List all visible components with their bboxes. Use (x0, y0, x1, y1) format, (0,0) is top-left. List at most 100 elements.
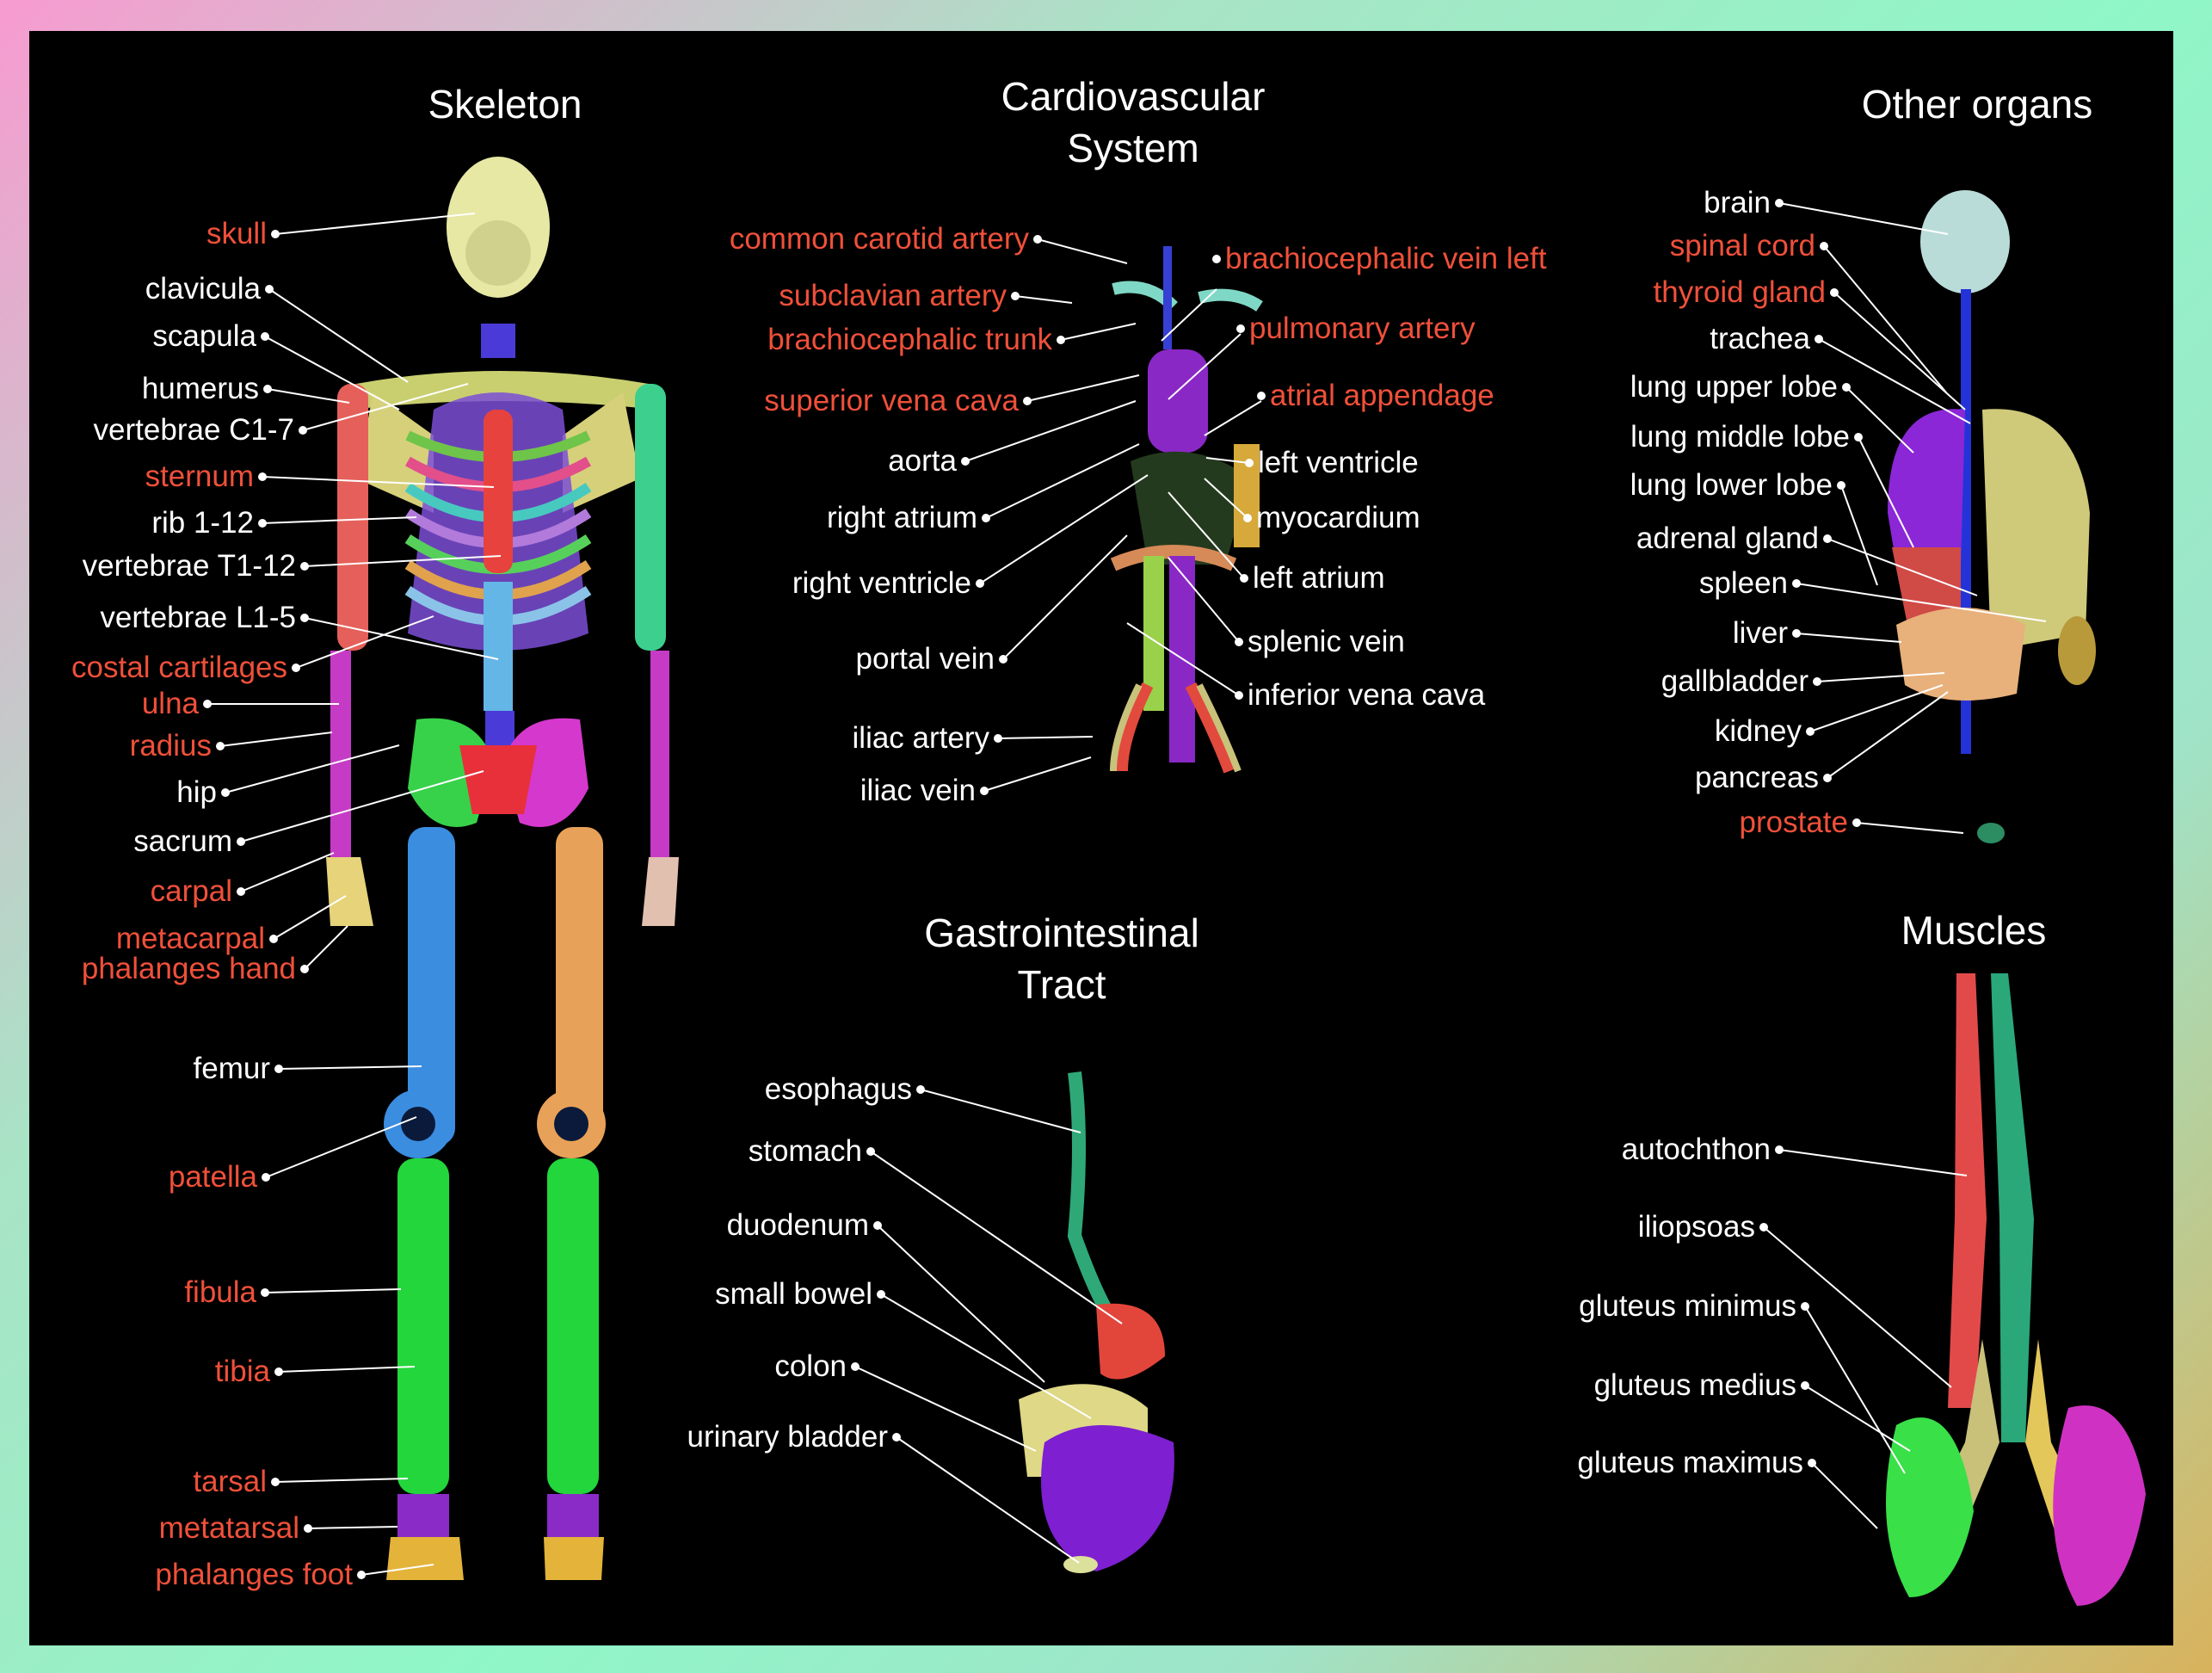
label-common-carotid-artery: common carotid artery (729, 222, 1029, 256)
leader-dot (851, 1362, 860, 1371)
label-iliac-vein: iliac vein (860, 774, 976, 807)
leader-dot (269, 935, 278, 943)
gi-figure (1019, 1071, 1174, 1573)
leader-dot (237, 837, 245, 846)
leader-dot (1806, 727, 1815, 736)
label-tibia: tibia (214, 1355, 270, 1388)
label-left-atrium: left atrium (1253, 561, 1385, 595)
leader-dot (1801, 1302, 1809, 1311)
leader-dot (1775, 1145, 1784, 1154)
label-autochthon: autochthon (1621, 1133, 1771, 1166)
label-right-ventricle: right ventricle (792, 566, 971, 600)
label-inferior-vena-cava: inferior vena cava (1248, 678, 1486, 712)
label-trachea: trachea (1710, 322, 1810, 355)
label-liver: liver (1732, 616, 1788, 650)
label-metatarsal: metatarsal (158, 1511, 299, 1545)
leader-dot (1235, 638, 1243, 646)
leader-dot (271, 230, 280, 238)
anatomy-artwork (203, 157, 2146, 1606)
leader-dot (357, 1571, 366, 1579)
leader-dot (261, 332, 269, 341)
leader-dot (982, 514, 990, 522)
leader-dot (873, 1221, 882, 1230)
leader-dot (999, 655, 1007, 664)
leader-dot (1801, 1381, 1809, 1390)
leader-dot (300, 965, 309, 973)
label-hip: hip (176, 775, 217, 809)
leader-dot (300, 562, 309, 571)
leader-dot (258, 472, 267, 481)
leader-dot (1823, 774, 1832, 782)
label-ulna: ulna (141, 687, 199, 720)
label-superior-vena-cava: superior vena cava (764, 384, 1019, 417)
other-organs-title: Other organs (1861, 82, 2093, 127)
leader-dot (1837, 481, 1845, 490)
leader-dot (1245, 459, 1254, 467)
leader-dot (1830, 288, 1839, 297)
gastrointestinal-title: Gastrointestinal Tract (924, 911, 1199, 1007)
leader-dot (994, 734, 1002, 743)
leader-dot (1759, 1223, 1768, 1232)
leader-dot (300, 614, 309, 622)
leader-dot (1823, 534, 1832, 543)
label-sternum: sternum (145, 460, 254, 493)
leader-dot (1236, 324, 1245, 333)
label-gluteus-minimus: gluteus minimus (1579, 1289, 1796, 1323)
muscles-figure (1886, 973, 2146, 1606)
label-urinary-bladder: urinary bladder (687, 1420, 888, 1454)
label-lung-lower-lobe: lung lower lobe (1630, 468, 1833, 502)
leader-dot (262, 1173, 270, 1182)
label-brain: brain (1704, 186, 1771, 219)
leader-dot (271, 1478, 280, 1486)
leader-dot (221, 788, 230, 797)
leader-dot (203, 700, 212, 708)
label-splenic-vein: splenic vein (1248, 625, 1405, 658)
leader-dot (265, 285, 274, 293)
label-costal-cartilages: costal cartilages (71, 651, 287, 684)
leader-dot (274, 1065, 283, 1073)
organs-figure (1888, 190, 2096, 843)
label-spleen: spleen (1698, 566, 1788, 600)
label-tarsal: tarsal (193, 1465, 267, 1498)
leader-dot (976, 579, 984, 588)
label-fibula: fibula (184, 1275, 256, 1309)
label-atrial-appendage: atrial appendage (1270, 379, 1494, 412)
leader-dot (1023, 397, 1032, 405)
label-phalanges-foot: phalanges foot (155, 1558, 353, 1591)
label-carpal: carpal (150, 874, 232, 908)
label-lung-upper-lobe: lung upper lobe (1630, 370, 1838, 404)
label-vertebrae-l1-5: vertebrae L1-5 (100, 601, 296, 634)
label-pulmonary-artery: pulmonary artery (1249, 312, 1476, 345)
leader-dot (866, 1147, 875, 1156)
leader-dot (892, 1433, 901, 1441)
leader-dot (1235, 691, 1243, 700)
leader-dot (1243, 514, 1252, 522)
label-scapula: scapula (152, 319, 256, 353)
leader-dot (961, 457, 970, 466)
label-vertebrae-t1-12: vertebrae T1-12 (82, 549, 296, 583)
leader-dot (1854, 433, 1863, 441)
leader-dot (1792, 629, 1801, 638)
label-rib-1-12: rib 1-12 (151, 506, 254, 540)
label-pancreas: pancreas (1695, 761, 1819, 794)
leader-dot (916, 1085, 925, 1094)
label-esophagus: esophagus (764, 1072, 912, 1106)
leader-dot (1842, 383, 1851, 392)
label-radius: radius (129, 729, 212, 762)
leader-dot (1057, 336, 1065, 344)
label-small-bowel: small bowel (715, 1277, 872, 1311)
skeleton-title: Skeleton (428, 82, 582, 127)
leader-dot (1011, 292, 1020, 300)
leader-dot (1815, 335, 1823, 343)
leader-dot (877, 1290, 885, 1299)
leader-dot (304, 1524, 312, 1533)
cardiovascular-title: Cardiovascular System (1001, 74, 1266, 170)
figure-panel: Skeleton Cardiovascular System Other org… (29, 31, 2173, 1645)
label-gluteus-medius: gluteus medius (1593, 1368, 1796, 1402)
label-patella: patella (168, 1160, 257, 1194)
label-duodenum: duodenum (726, 1208, 869, 1242)
leader-dot (274, 1367, 283, 1376)
label-brachiocephalic-vein-left: brachiocephalic vein left (1225, 242, 1547, 275)
label-spinal-cord: spinal cord (1669, 229, 1815, 262)
label-right-atrium: right atrium (826, 501, 977, 534)
